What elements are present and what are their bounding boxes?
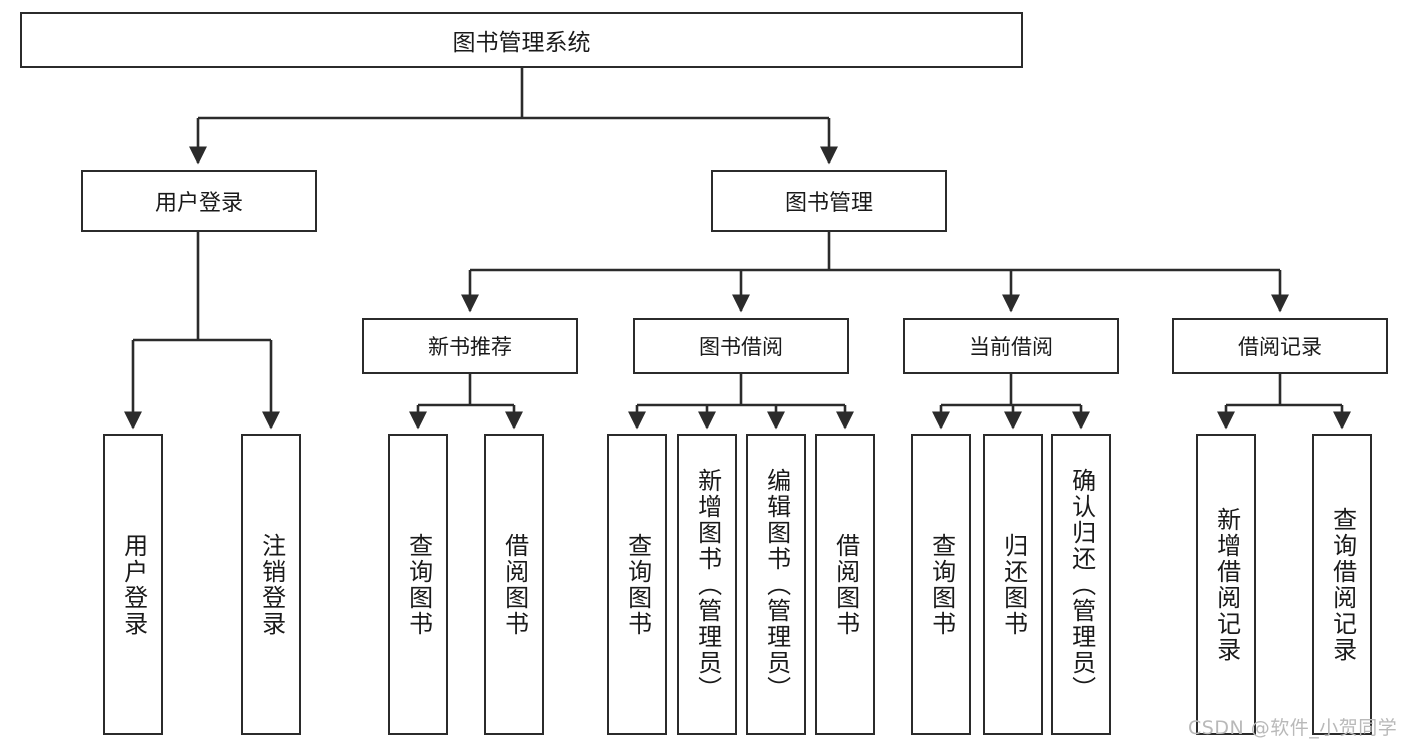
- node-user-login-label: 用户登录: [154, 191, 243, 216]
- leaf-node[interactable]: 查询图书: [607, 434, 667, 735]
- leaf-node-label: 归还图书: [999, 532, 1028, 637]
- leaf-node-label: 用户登录: [119, 532, 148, 637]
- leaf-node[interactable]: 新增图书（管理员）: [677, 434, 737, 735]
- leaf-node[interactable]: 查询图书: [911, 434, 971, 735]
- leaf-node[interactable]: 查询借阅记录: [1312, 434, 1372, 735]
- leaf-node[interactable]: 编辑图书（管理员）: [746, 434, 806, 735]
- node-current-borrow[interactable]: 当前借阅: [903, 318, 1119, 374]
- leaf-node[interactable]: 借阅图书: [484, 434, 544, 735]
- node-new-book-recommend-label: 新书推荐: [428, 335, 512, 359]
- leaf-node[interactable]: 确认归还（管理员）: [1051, 434, 1111, 735]
- leaf-node-label: 编辑图书（管理员）: [762, 467, 791, 702]
- node-borrow-record[interactable]: 借阅记录: [1172, 318, 1388, 374]
- node-borrow-record-label: 借阅记录: [1238, 335, 1322, 359]
- leaf-node-label: 借阅图书: [831, 532, 860, 637]
- node-user-login[interactable]: 用户登录: [81, 170, 317, 232]
- leaf-node[interactable]: 新增借阅记录: [1196, 434, 1256, 735]
- node-book-management-label: 图书管理: [784, 191, 873, 216]
- leaf-node-label: 查询图书: [623, 532, 652, 637]
- node-book-borrow[interactable]: 图书借阅: [633, 318, 849, 374]
- node-root-label: 图书管理系统: [452, 30, 591, 56]
- node-new-book-recommend[interactable]: 新书推荐: [362, 318, 578, 374]
- node-book-borrow-label: 图书借阅: [699, 335, 783, 359]
- leaf-node-label: 注销登录: [257, 532, 286, 637]
- leaf-node[interactable]: 归还图书: [983, 434, 1043, 735]
- leaf-node-label: 新增图书（管理员）: [693, 467, 722, 702]
- leaf-node[interactable]: 借阅图书: [815, 434, 875, 735]
- leaf-node[interactable]: 用户登录: [103, 434, 163, 735]
- leaf-node-label: 新增借阅记录: [1212, 506, 1241, 663]
- leaf-node-label: 查询借阅记录: [1328, 506, 1357, 663]
- leaf-node[interactable]: 注销登录: [241, 434, 301, 735]
- watermark: CSDN @软件_小贺同学: [1188, 717, 1398, 739]
- leaf-node-label: 确认归还（管理员）: [1067, 467, 1096, 702]
- leaf-node-label: 查询图书: [927, 532, 956, 637]
- leaf-node[interactable]: 查询图书: [388, 434, 448, 735]
- node-book-management[interactable]: 图书管理: [711, 170, 947, 232]
- leaf-node-label: 查询图书: [404, 532, 433, 637]
- node-current-borrow-label: 当前借阅: [969, 335, 1053, 359]
- leaf-node-label: 借阅图书: [500, 532, 529, 637]
- node-root[interactable]: 图书管理系统: [20, 12, 1023, 68]
